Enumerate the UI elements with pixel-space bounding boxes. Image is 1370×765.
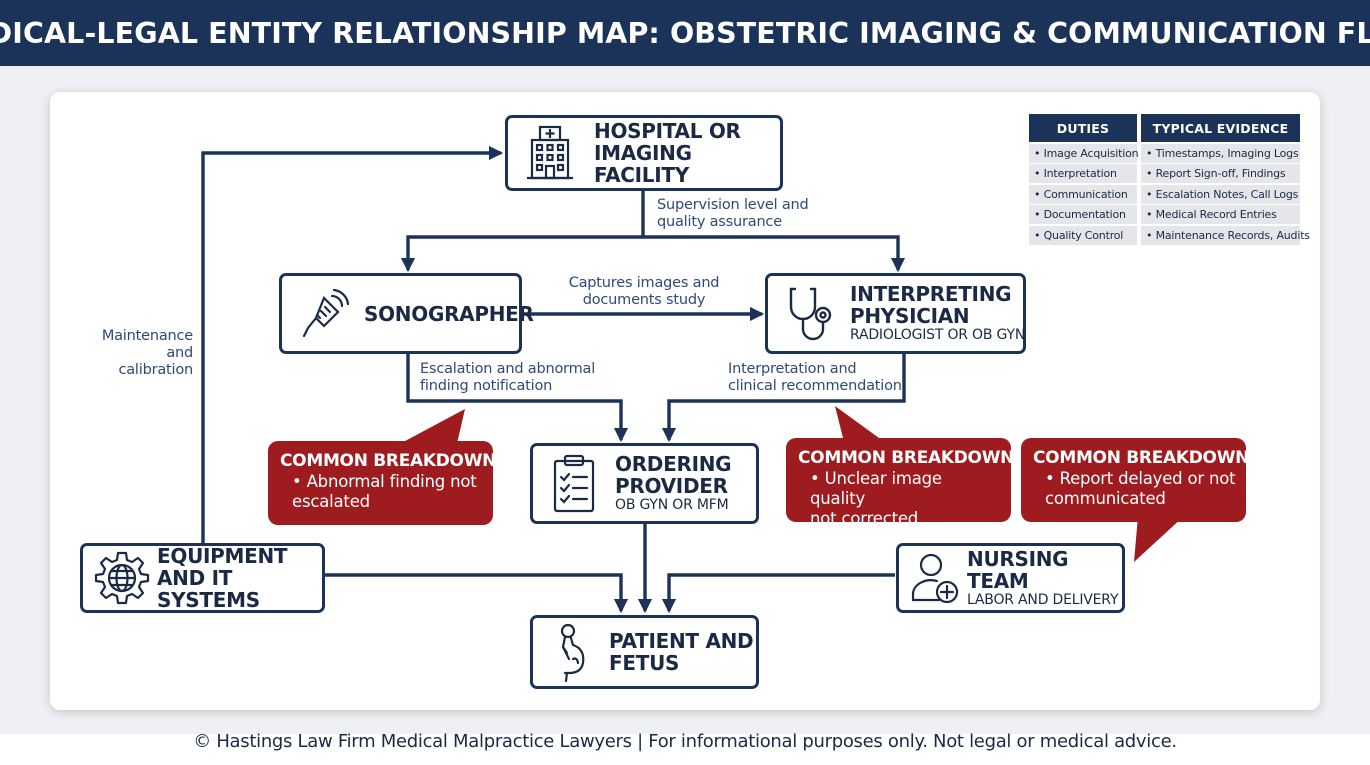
duty-row: • Image Acquisition: [1029, 143, 1139, 163]
callout-pointer-2: [835, 406, 890, 446]
nursing-subtitle: LABOR AND DELIVERY: [967, 591, 1119, 608]
evidence-column: TYPICAL EVIDENCE • Timestamps, Imaging L…: [1141, 114, 1310, 245]
breakdown-callout-report-delay: COMMON BREAKDOWNS • Report delayed or no…: [1021, 438, 1262, 522]
sonographer-node: SONOGRAPHER: [279, 273, 534, 354]
interpreting-physician-node: INTERPRETING PHYSICIAN RADIOLOGIST OR OB…: [765, 273, 1026, 354]
edge-sonographer-to-provider: [406, 354, 629, 443]
duties-header: DUTIES: [1029, 114, 1137, 142]
evidence-header: TYPICAL EVIDENCE: [1141, 114, 1300, 142]
edge-label-supervision: Supervision level and quality assurance: [657, 197, 809, 230]
edge-label-escalation: Escalation and abnormal finding notifica…: [420, 361, 596, 394]
callout-item: • Abnormal finding not escalated: [292, 472, 477, 511]
callout-pointer-3: [1134, 516, 1184, 562]
stethoscope-icon: [768, 283, 846, 345]
physician-title: INTERPRETING PHYSICIAN: [850, 282, 1012, 328]
evidence-row: • Medical Record Entries: [1141, 205, 1300, 225]
callout-item: • Unclear image quality not corrected: [810, 469, 942, 528]
callout-title: COMMON BREAKDOWNS: [798, 448, 1027, 468]
edge-nursing-to-patient: [661, 573, 895, 614]
edge-physician-to-provider: [661, 354, 906, 443]
edge-equipment-to-hospital: [201, 145, 504, 543]
duties-column: DUTIES • Image Acquisition • Interpretat…: [1029, 114, 1139, 245]
edge-label-maintenance: Maintenance and calibration: [101, 328, 193, 378]
duty-row: • Documentation: [1029, 205, 1137, 225]
nurse-plus-icon: [899, 550, 965, 606]
physician-subtitle: RADIOLOGIST OR OB GYN: [850, 327, 1026, 343]
footer-disclaimer: © Hastings Law Firm Medical Malpractice …: [193, 730, 1177, 752]
ultrasound-probe-icon: [282, 284, 360, 344]
page-title: MEDICAL-LEGAL ENTITY RELATIONSHIP MAP: O…: [0, 0, 1370, 66]
edge-hospital-to-physician: [643, 235, 906, 273]
patient-fetus-node: PATIENT AND FETUS: [530, 615, 759, 689]
breakdown-callout-escalation: COMMON BREAKDOWNS • Abnormal finding not…: [268, 441, 509, 525]
callout-item: • Report delayed or not communicated: [1045, 469, 1236, 508]
ordering-provider-node: ORDERING PROVIDER OB GYN OR MFM: [530, 443, 759, 524]
evidence-row: • Report Sign-off, Findings: [1141, 164, 1300, 184]
edge-equipment-to-patient: [325, 573, 629, 614]
evidence-row: • Timestamps, Imaging Logs: [1141, 143, 1300, 163]
provider-subtitle: OB GYN OR MFM: [615, 497, 729, 513]
evidence-row: • Maintenance Records, Audits: [1141, 225, 1310, 245]
hospital-title: HOSPITAL OR IMAGING FACILITY: [594, 119, 741, 187]
gear-globe-icon: [83, 550, 153, 606]
patient-title: PATIENT AND FETUS: [609, 629, 754, 675]
pregnant-person-icon: [533, 621, 599, 683]
duty-row: • Communication: [1029, 184, 1137, 204]
equipment-it-node: EQUIPMENT AND IT SYSTEMS: [80, 543, 325, 613]
breakdown-callout-image-quality: COMMON BREAKDOWNS • Unclear image qualit…: [786, 438, 1027, 528]
edge-label-interpretation: Interpretation and clinical recommendati…: [728, 361, 902, 394]
nursing-team-node: NURSING TEAM LABOR AND DELIVERY: [896, 543, 1125, 613]
hospital-facility-node: HOSPITAL OR IMAGING FACILITY: [505, 115, 783, 191]
clipboard-checklist-icon: [533, 453, 607, 515]
nursing-title: NURSING TEAM: [967, 546, 1069, 593]
callout-pointer-1: [392, 409, 465, 448]
duty-row: • Quality Control: [1029, 225, 1137, 245]
provider-title: ORDERING PROVIDER: [615, 452, 732, 498]
hospital-building-icon: [508, 124, 584, 182]
evidence-row: • Escalation Notes, Call Logs: [1141, 184, 1300, 204]
duty-row: • Interpretation: [1029, 164, 1137, 184]
sonographer-title: SONOGRAPHER: [364, 301, 534, 326]
edge-hospital-to-sonographer: [400, 235, 643, 273]
callout-title: COMMON BREAKDOWNS: [280, 451, 509, 471]
edge-label-captures: Captures images and documents study: [568, 275, 720, 308]
equipment-title: EQUIPMENT AND IT SYSTEMS: [157, 544, 288, 612]
callout-title: COMMON BREAKDOWNS: [1033, 448, 1262, 468]
